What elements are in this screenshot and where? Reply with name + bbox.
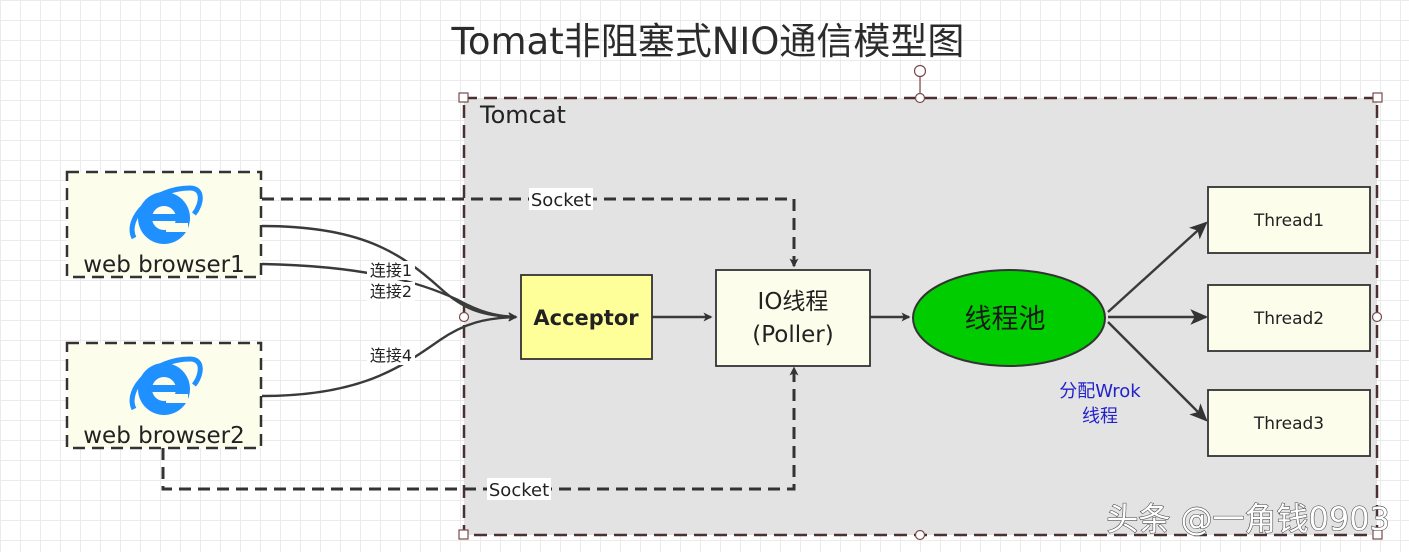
ie-browser-icon bbox=[129, 185, 203, 244]
conn2-label-bg bbox=[367, 282, 415, 301]
diagram-title: Tomat非阻塞式NIO通信模型图 bbox=[451, 20, 965, 63]
connection-edge-1[interactable] bbox=[261, 224, 518, 322]
edge-pool-to-thread3[interactable] bbox=[1107, 321, 1208, 422]
acceptor-label: Acceptor bbox=[533, 306, 639, 330]
selection-handles[interactable] bbox=[458, 64, 1383, 541]
resize-handle-tr[interactable] bbox=[1372, 92, 1383, 103]
conn1-label: 连接1 bbox=[370, 261, 412, 280]
io-thread-node[interactable]: IO线程 (Poller) bbox=[715, 269, 871, 367]
thread-3-label: Thread3 bbox=[1253, 414, 1324, 434]
resize-handle-left[interactable] bbox=[458, 311, 470, 323]
socket-bottom-label: Socket bbox=[489, 480, 549, 501]
rotate-handle[interactable] bbox=[913, 64, 927, 78]
resize-handle-right[interactable] bbox=[1371, 311, 1383, 323]
socket-bottom-label-bg bbox=[487, 478, 551, 500]
tomcat-label: Tomcat bbox=[479, 101, 566, 129]
edge-pool-to-thread1[interactable] bbox=[1107, 221, 1208, 313]
resize-handle-br[interactable] bbox=[1372, 529, 1383, 540]
resize-handle-tl[interactable] bbox=[458, 92, 469, 103]
conn1-label-bg bbox=[367, 261, 415, 280]
web-browser-1-label: web browser1 bbox=[83, 252, 245, 278]
io-thread-label: IO线程 bbox=[758, 289, 829, 315]
web-browser-2-label: web browser2 bbox=[83, 423, 245, 449]
poller-label: (Poller) bbox=[752, 322, 833, 348]
thread-pool-node[interactable]: 线程池 bbox=[912, 269, 1106, 367]
watermark: 头条 @一角钱0903 bbox=[1106, 500, 1390, 538]
acceptor-node[interactable]: Acceptor bbox=[520, 274, 653, 360]
socket-top-label-bg bbox=[529, 188, 593, 210]
thread-1-label: Thread1 bbox=[1253, 211, 1324, 231]
thread-1-node[interactable]: Thread1 bbox=[1207, 186, 1371, 254]
conn4-label: 连接4 bbox=[370, 346, 412, 365]
resize-handle-bl[interactable] bbox=[458, 529, 469, 540]
connection-edge-4[interactable] bbox=[261, 312, 518, 398]
ie-browser-icon bbox=[129, 356, 203, 415]
thread-2-node[interactable]: Thread2 bbox=[1207, 284, 1371, 352]
web-browser-2-node[interactable]: web browser2 bbox=[65, 341, 263, 450]
socket-top-label: Socket bbox=[531, 190, 591, 211]
resize-handle-top[interactable] bbox=[914, 92, 926, 104]
web-browser-1-node[interactable]: web browser1 bbox=[65, 170, 263, 279]
socket-edge-top[interactable] bbox=[262, 197, 799, 268]
socket-edge-bottom[interactable] bbox=[161, 366, 799, 491]
dispatch-label-line1: 分配Wrok bbox=[1059, 381, 1141, 402]
thread-2-label: Thread2 bbox=[1253, 309, 1324, 329]
dispatch-label-line2: 线程 bbox=[1082, 406, 1118, 427]
thread-3-node[interactable]: Thread3 bbox=[1207, 389, 1371, 457]
connection-edge-2[interactable] bbox=[261, 262, 518, 322]
thread-pool-label: 线程池 bbox=[965, 304, 1046, 335]
conn2-label: 连接2 bbox=[370, 282, 412, 301]
conn4-label-bg bbox=[367, 346, 415, 365]
resize-handle-bottom[interactable] bbox=[914, 529, 926, 541]
